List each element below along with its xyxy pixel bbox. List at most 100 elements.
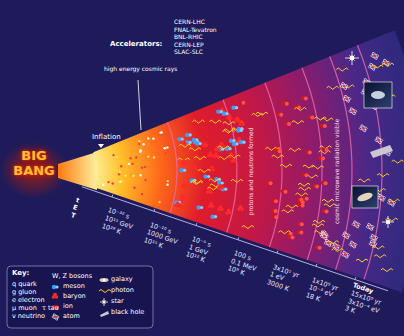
photon-symbol bbox=[189, 148, 201, 151]
photon-symbol bbox=[381, 269, 393, 272]
particle bbox=[144, 166, 146, 168]
ion-symbol bbox=[301, 203, 305, 207]
black-hole-symbol bbox=[100, 311, 109, 317]
universe-cone bbox=[93, 30, 404, 292]
atom-symbol bbox=[370, 234, 377, 243]
ion-symbol bbox=[274, 215, 278, 219]
photo-inset bbox=[364, 82, 392, 108]
legend-text: ν neutrino bbox=[12, 313, 45, 320]
legend-text: ion bbox=[63, 303, 73, 310]
photon-symbol bbox=[99, 290, 111, 293]
particle bbox=[131, 163, 133, 165]
particle bbox=[158, 201, 160, 203]
baryon-symbol bbox=[203, 142, 207, 146]
baryon-symbol bbox=[209, 151, 213, 155]
galaxy-photo bbox=[352, 186, 378, 208]
particle bbox=[112, 182, 114, 184]
photon-symbol bbox=[282, 210, 294, 213]
meson-symbol bbox=[200, 206, 203, 209]
atom-symbol bbox=[353, 220, 360, 229]
scale-tick bbox=[238, 237, 240, 239]
legend-text: q quark bbox=[12, 281, 37, 288]
particle bbox=[107, 181, 109, 183]
inflation-arrow bbox=[98, 144, 104, 148]
atom-symbol bbox=[373, 55, 376, 58]
photon-symbol bbox=[228, 155, 240, 158]
atom-symbol bbox=[359, 127, 367, 130]
accelerator-name: CERN-LEP bbox=[174, 42, 204, 49]
particle bbox=[167, 180, 169, 182]
early-universe-tube bbox=[58, 152, 97, 190]
key-heading: Key: bbox=[12, 269, 29, 277]
legend-text: star bbox=[111, 298, 124, 305]
particle bbox=[116, 156, 118, 158]
legend-text: W, Z bosons bbox=[52, 273, 92, 280]
atom-symbol bbox=[323, 235, 326, 238]
photon-symbol bbox=[222, 130, 234, 133]
photon-symbol bbox=[314, 231, 326, 234]
photo-inset bbox=[371, 91, 385, 99]
ion-symbol bbox=[299, 231, 303, 235]
photon-symbol bbox=[371, 65, 383, 68]
meson-symbol bbox=[240, 129, 243, 132]
legend-text: black hole bbox=[111, 309, 144, 316]
atom-symbol bbox=[52, 313, 58, 321]
ion-symbol bbox=[278, 149, 282, 153]
baryon-symbol bbox=[183, 183, 187, 187]
photon-symbol bbox=[294, 108, 306, 111]
particle bbox=[144, 179, 146, 181]
atom-symbol bbox=[350, 240, 357, 249]
era-label: protons and neutrons formed bbox=[248, 127, 255, 215]
atom-symbol bbox=[360, 124, 367, 133]
particle bbox=[119, 171, 121, 173]
particle bbox=[141, 193, 143, 195]
photon-symbol bbox=[296, 193, 308, 196]
atom-symbol bbox=[342, 234, 350, 237]
photon-symbol bbox=[332, 249, 344, 252]
atom-symbol bbox=[362, 127, 365, 130]
photon-symbol bbox=[190, 182, 202, 185]
scale-tick bbox=[316, 264, 318, 266]
ion-symbol bbox=[304, 96, 308, 100]
ion-symbol bbox=[308, 150, 312, 154]
meson-symbol bbox=[228, 147, 231, 150]
photon-symbol bbox=[374, 255, 386, 258]
atom-symbol bbox=[325, 239, 332, 248]
atom-symbol bbox=[54, 316, 56, 318]
photon-symbol bbox=[286, 205, 298, 208]
photon-symbol bbox=[231, 179, 243, 182]
particle bbox=[141, 167, 143, 169]
accelerator-leader bbox=[138, 80, 141, 130]
photon-symbol bbox=[298, 183, 310, 186]
star-symbol bbox=[350, 56, 355, 61]
star-symbol bbox=[386, 220, 390, 224]
star-symbol bbox=[103, 301, 106, 304]
photon-symbol bbox=[358, 179, 370, 182]
ion-symbol bbox=[324, 181, 328, 185]
photon-symbol bbox=[382, 63, 394, 66]
photon-symbol bbox=[198, 169, 210, 172]
atom-symbol bbox=[352, 110, 355, 113]
meson-symbol bbox=[214, 215, 217, 218]
particle bbox=[139, 174, 141, 176]
scale-tick bbox=[112, 195, 114, 197]
baryon-symbol bbox=[219, 205, 223, 209]
atom-symbol bbox=[341, 82, 348, 91]
particle bbox=[142, 143, 144, 145]
photon-symbol bbox=[336, 68, 348, 71]
big-bang-label: BIG BANG bbox=[8, 149, 60, 179]
atom-symbol bbox=[366, 225, 374, 228]
galaxy-symbol bbox=[100, 278, 109, 282]
baryon-symbol bbox=[237, 137, 241, 141]
atom-symbol bbox=[52, 316, 59, 319]
ion-symbol bbox=[299, 198, 303, 202]
atom-symbol bbox=[346, 97, 349, 100]
atom-symbol bbox=[341, 253, 349, 256]
accelerator-heading: Accelerators: bbox=[110, 40, 162, 48]
legend-text: galaxy bbox=[111, 276, 133, 283]
meson-symbol bbox=[225, 112, 228, 115]
photon-symbol bbox=[292, 121, 304, 124]
particle bbox=[120, 180, 122, 182]
baryon-symbol bbox=[176, 201, 180, 205]
